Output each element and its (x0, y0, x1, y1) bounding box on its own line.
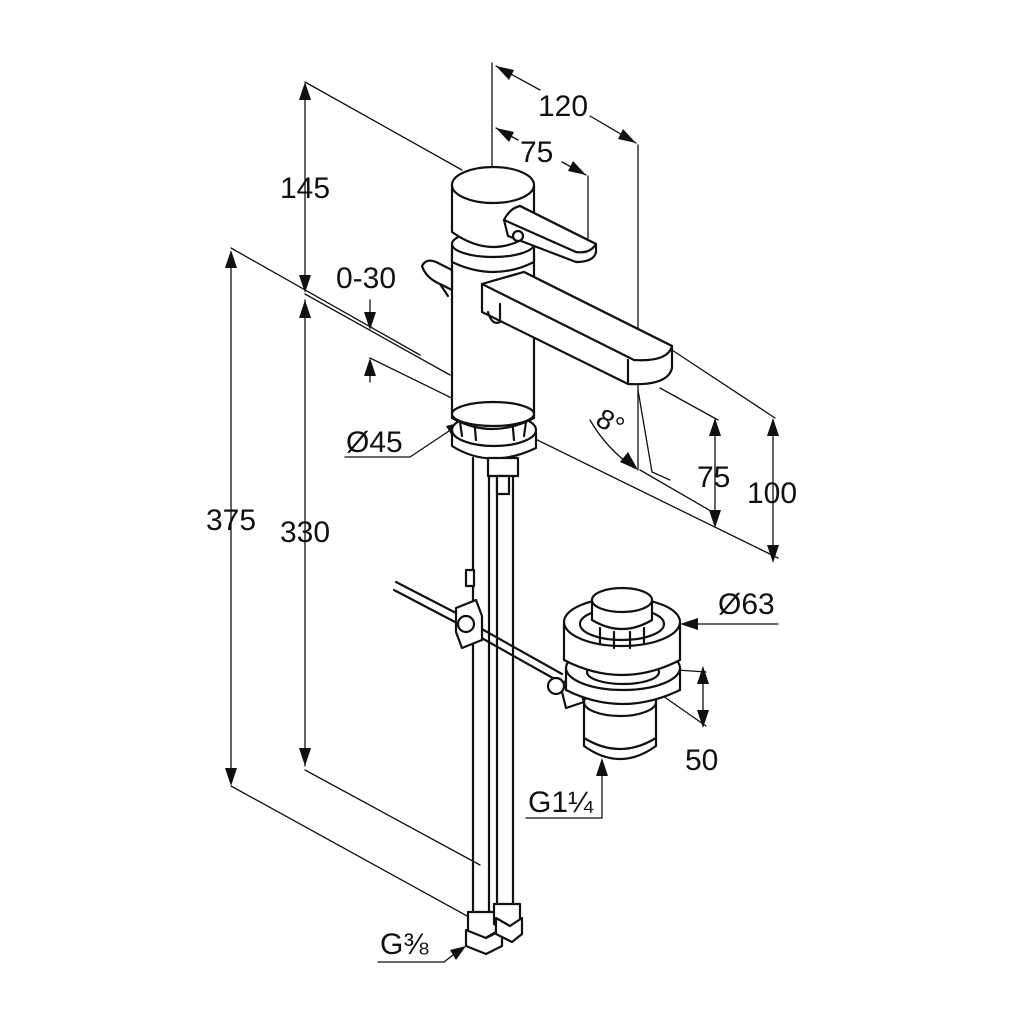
dim-diameter-63: Ø63 (718, 588, 775, 621)
dimension-lines (225, 62, 779, 963)
dimension-labels: 120 75 145 0-30 Ø45 8° 75 100 375 330 Ø6… (206, 90, 797, 961)
dim-50: 50 (685, 744, 718, 777)
dim-145: 145 (280, 172, 330, 205)
dim-75-top: 75 (520, 136, 553, 169)
dim-angle-8: 8° (591, 402, 630, 442)
dim-100: 100 (747, 477, 797, 510)
dim-diameter-45: Ø45 (346, 426, 403, 459)
dim-120: 120 (538, 90, 588, 123)
dim-thread-g3-8: G⅜ (380, 928, 429, 961)
dim-75-right: 75 (697, 461, 730, 494)
dim-330: 330 (280, 516, 330, 549)
drain-waste (546, 586, 682, 761)
dim-375: 375 (206, 504, 256, 537)
dim-0-30: 0-30 (336, 262, 396, 295)
faucet (392, 165, 674, 956)
dim-thread-g1-1-4: G1¼ (528, 786, 594, 819)
